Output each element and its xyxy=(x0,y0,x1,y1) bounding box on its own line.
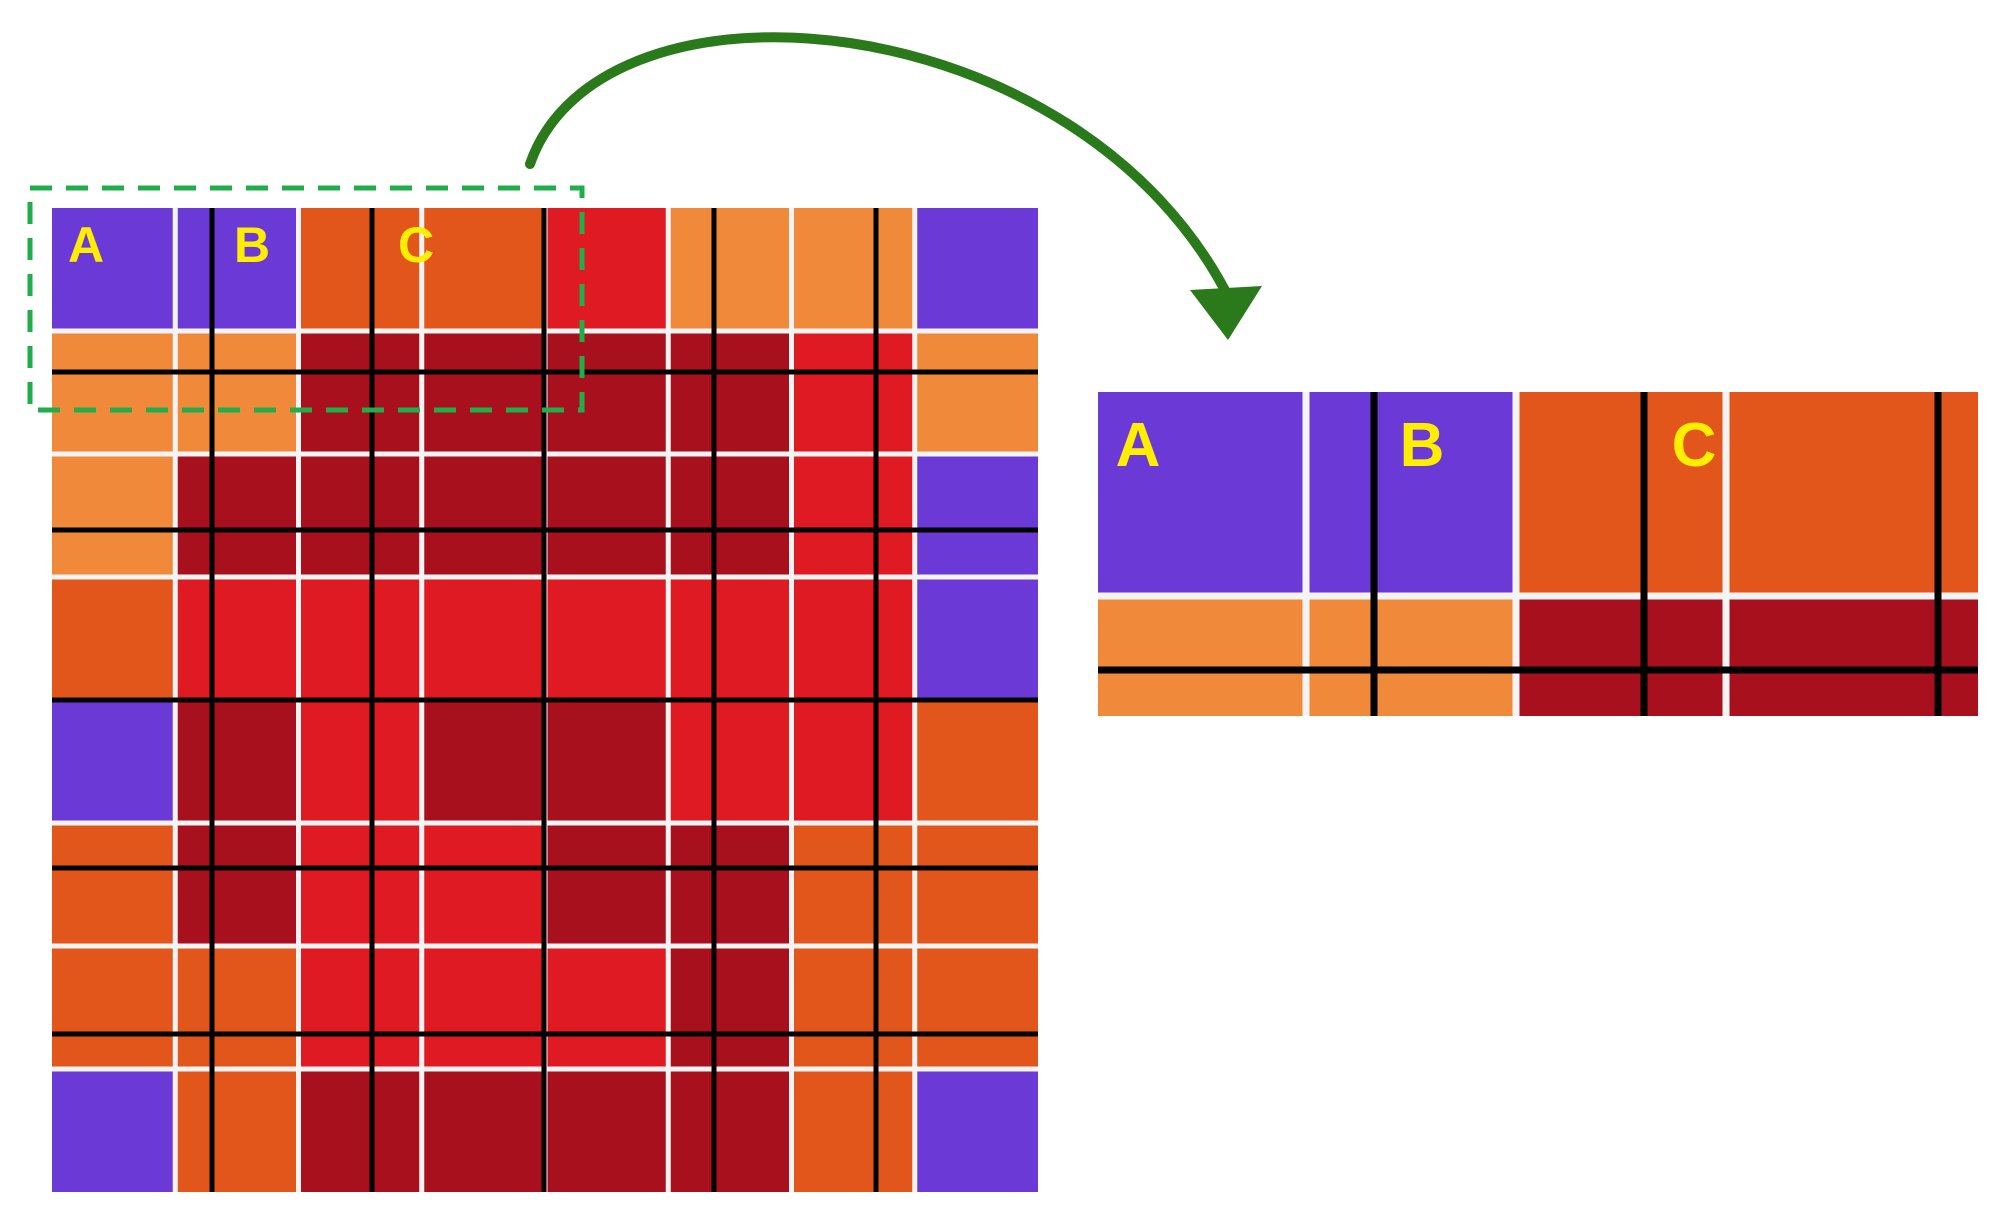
zoom-cell xyxy=(1098,596,1306,716)
grid-label-a: A xyxy=(68,217,104,273)
grid-cell xyxy=(52,454,176,577)
main-grid xyxy=(52,208,1038,1192)
grid-cell xyxy=(545,577,669,700)
grid-cell xyxy=(668,454,792,577)
zoom-panel-black-lines xyxy=(1098,392,1978,716)
grid-cell xyxy=(298,946,422,1069)
grid-cell xyxy=(421,208,545,331)
grid-cell xyxy=(175,577,299,700)
grid-label-c: C xyxy=(398,217,434,273)
grid-cell xyxy=(914,823,1038,946)
grid-cell xyxy=(175,454,299,577)
grid-cell xyxy=(791,700,915,823)
main-grid-black-lines xyxy=(52,208,1038,1192)
grid-cell xyxy=(421,454,545,577)
grid-cell xyxy=(52,577,176,700)
grid-cell xyxy=(914,454,1038,577)
zoom-label-b: B xyxy=(1400,411,1445,480)
grid-cell xyxy=(791,454,915,577)
grid-cell xyxy=(668,577,792,700)
grid-cell xyxy=(175,700,299,823)
grid-cell xyxy=(298,1069,422,1192)
grid-cell xyxy=(421,1069,545,1192)
grid-cell xyxy=(791,208,915,331)
grid-cell xyxy=(791,946,915,1069)
grid-cell xyxy=(298,823,422,946)
grid-cell xyxy=(545,208,669,331)
grid-cell xyxy=(52,208,176,331)
grid-cell xyxy=(298,577,422,700)
grid-cell xyxy=(52,700,176,823)
grid-cell xyxy=(175,331,299,454)
grid-cell xyxy=(668,700,792,823)
grid-cell xyxy=(545,1069,669,1192)
grid-cell xyxy=(298,208,422,331)
grid-cell xyxy=(791,331,915,454)
grid-cell xyxy=(668,1069,792,1192)
grid-cell xyxy=(421,823,545,946)
grid-cell xyxy=(298,700,422,823)
zoom-panel xyxy=(1098,392,1978,716)
grid-cell xyxy=(52,331,176,454)
grid-label-b: B xyxy=(234,217,270,273)
grid-cell xyxy=(791,577,915,700)
zoom-cell xyxy=(1098,392,1306,596)
grid-cell xyxy=(914,208,1038,331)
grid-cell xyxy=(545,823,669,946)
grid-cell xyxy=(175,946,299,1069)
grid-cell xyxy=(175,208,299,331)
grid-cell xyxy=(421,331,545,454)
grid-cell xyxy=(545,946,669,1069)
grid-cell xyxy=(52,946,176,1069)
grid-cell xyxy=(421,577,545,700)
grid-cell xyxy=(52,823,176,946)
grid-cell xyxy=(668,946,792,1069)
grid-cell xyxy=(175,823,299,946)
zoom-label-c: C xyxy=(1672,411,1717,480)
grid-cell xyxy=(914,577,1038,700)
zoom-cell xyxy=(1516,392,1726,596)
grid-cell xyxy=(298,331,422,454)
grid-cell xyxy=(914,1069,1038,1192)
zoom-arrow xyxy=(525,32,1235,305)
grid-cell xyxy=(791,823,915,946)
grid-cell xyxy=(668,823,792,946)
grid-cell xyxy=(421,700,545,823)
grid-cell xyxy=(545,331,669,454)
grid-cell xyxy=(914,946,1038,1069)
zoom-label-a: A xyxy=(1116,411,1161,480)
grid-cell xyxy=(421,946,545,1069)
grid-cell xyxy=(175,1069,299,1192)
grid-cell xyxy=(52,1069,176,1192)
main-grid-cells xyxy=(52,208,1038,1192)
zoom-cell xyxy=(1516,596,1726,716)
highlight-box xyxy=(27,185,585,413)
grid-cell xyxy=(791,1069,915,1192)
grid-cell xyxy=(668,208,792,331)
grid-cell xyxy=(545,700,669,823)
zoom-panel-white-lines xyxy=(1098,392,1978,716)
zoom-cell xyxy=(1306,392,1516,596)
grid-cell xyxy=(545,454,669,577)
grid-cell xyxy=(914,331,1038,454)
zoom-arrow-head xyxy=(1190,286,1262,340)
grid-cell xyxy=(914,700,1038,823)
zoom-cell xyxy=(1306,596,1516,716)
grid-cell xyxy=(298,454,422,577)
grid-cell xyxy=(668,331,792,454)
